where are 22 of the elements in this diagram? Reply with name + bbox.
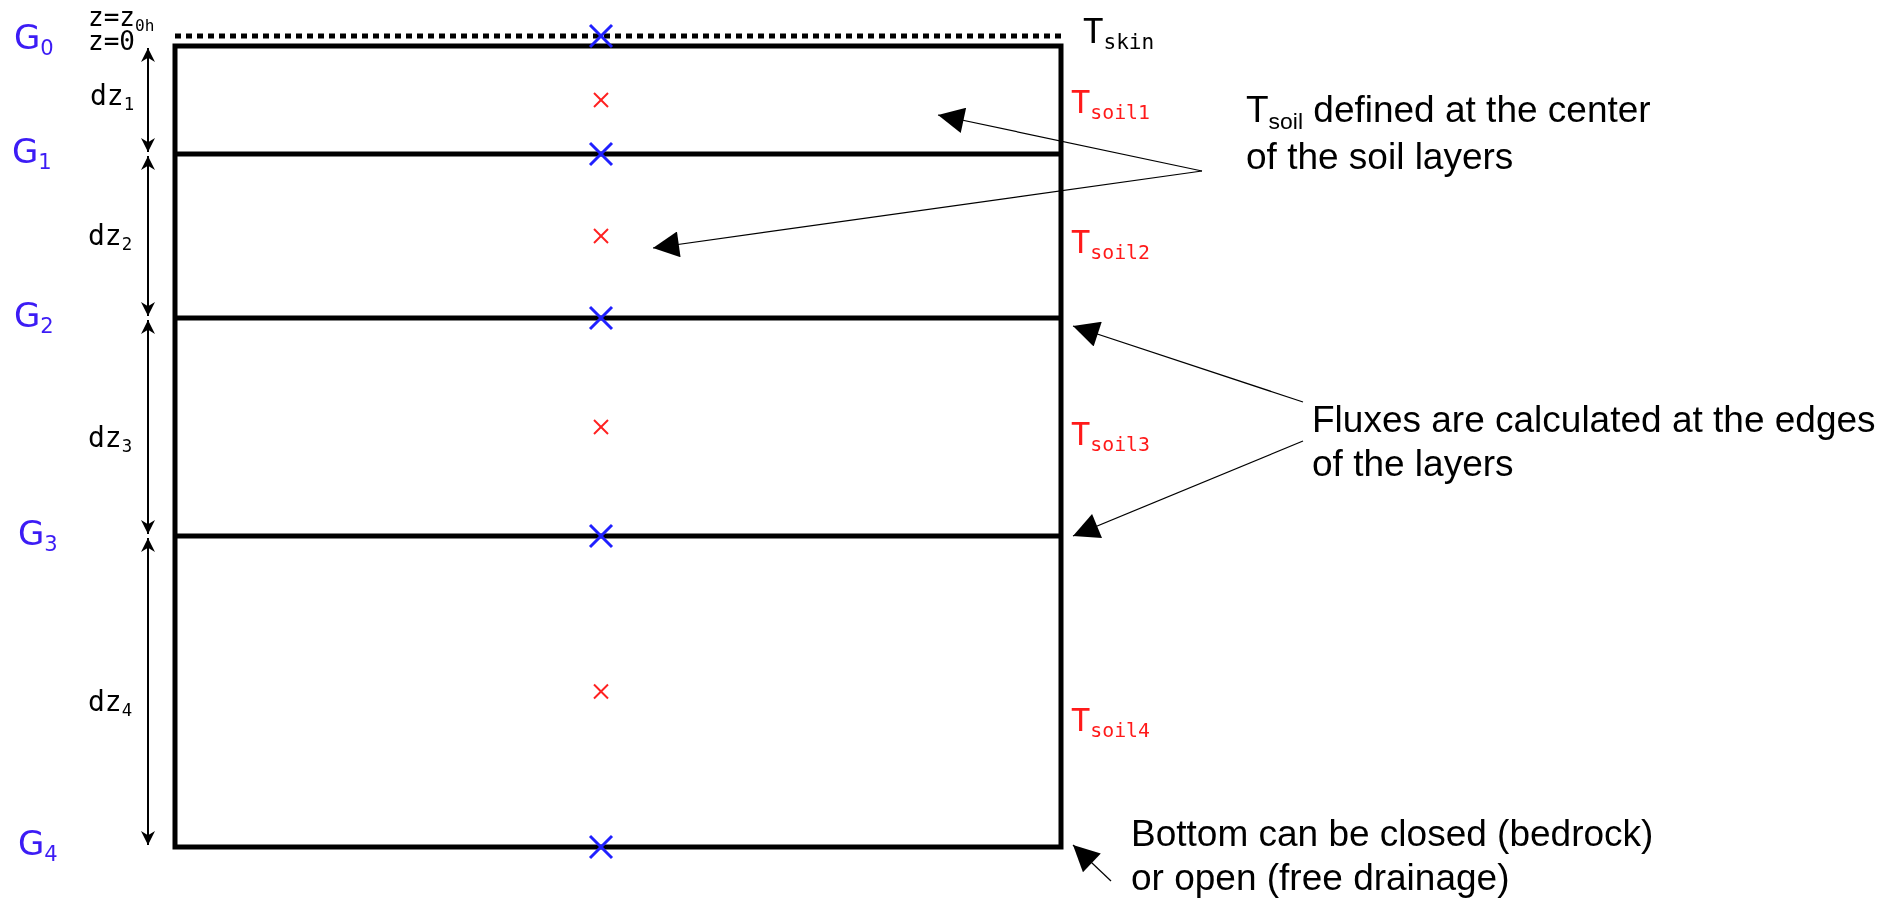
- level-label: G$_{3}$: [18, 516, 58, 555]
- temperature-label: T$_{soil3}$: [1071, 418, 1150, 455]
- annotation-text: Fluxes are calculated at the edges of the layers: [1312, 398, 1897, 487]
- leader-line: [1072, 321, 1304, 403]
- layer-thickness-label: dz$_{3}$: [88, 424, 133, 456]
- layer-thickness-label: dz$_{1}$: [90, 82, 135, 114]
- temperature-label: T$_{soil2}$: [1071, 226, 1150, 263]
- leader-line: [1072, 844, 1112, 882]
- level-label: G$_{2}$: [14, 298, 54, 337]
- level-label: G$_{1}$: [12, 134, 52, 173]
- leader-line: [652, 170, 1203, 258]
- layer-thickness-label: dz$_{2}$: [88, 222, 133, 254]
- annotation-text: T$_{soil}$ defined at the center of the soil layers: [1246, 88, 1666, 180]
- layer-thickness-label: dz$_{4}$: [88, 688, 133, 720]
- level-label: G$_{4}$: [18, 826, 58, 865]
- temperature-label: T$_{soil4}$: [1071, 704, 1150, 741]
- temperature-label: T$_{skin}$: [1083, 14, 1155, 53]
- leader-line: [1072, 440, 1304, 539]
- level-label: G$_{0}$: [14, 20, 54, 59]
- leader-line: [937, 107, 1203, 172]
- annotation-text: Bottom can be closed (bedrock) or open (free drainage): [1131, 812, 1691, 901]
- temperature-label: T$_{soil1}$: [1071, 86, 1150, 123]
